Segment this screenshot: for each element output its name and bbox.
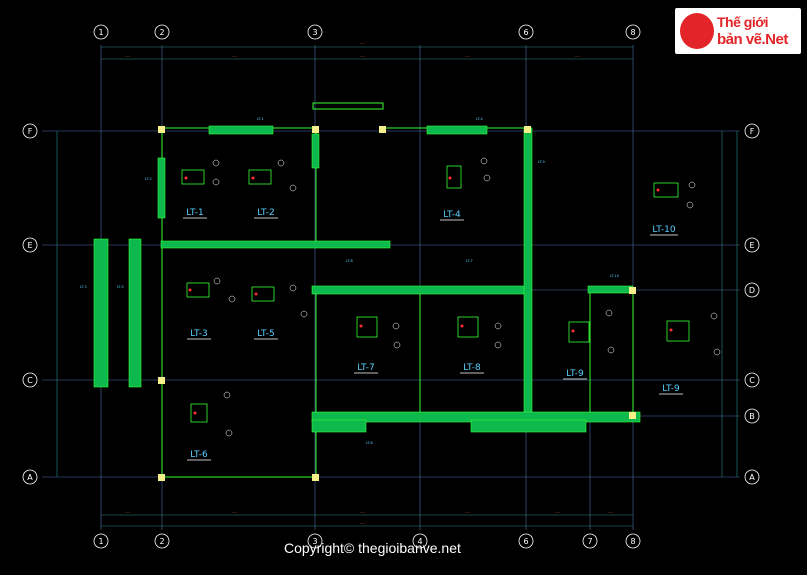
svg-text:A: A xyxy=(27,473,33,482)
svg-text:F: F xyxy=(750,127,755,136)
svg-text:E: E xyxy=(749,241,754,250)
grid-bubble-labels: 1 2 3 6 8 1 2 3 4 6 7 8 F E C A F E D C … xyxy=(27,28,755,546)
svg-text:B: B xyxy=(749,412,755,421)
lintel-labels: LT-1 LT-2 LT-4 LT-10 LT-3 LT-5 LT-7 LT-8… xyxy=(186,208,680,460)
svg-text:LT-2: LT-2 xyxy=(257,208,274,218)
wall-fills xyxy=(93,125,641,433)
svg-text:LT-8: LT-8 xyxy=(463,363,481,373)
svg-text:LT-10: LT-10 xyxy=(652,225,675,235)
svg-text:LT-6: LT-6 xyxy=(366,441,373,445)
svg-text:----: ---- xyxy=(360,521,366,525)
svg-text:----: ---- xyxy=(360,510,366,514)
svg-text:----: ---- xyxy=(465,54,471,58)
svg-text:6: 6 xyxy=(523,537,528,546)
svg-text:2: 2 xyxy=(159,28,164,37)
svg-text:LT-4: LT-4 xyxy=(443,210,461,220)
section-marks xyxy=(212,157,721,437)
dimension-lines: ---- ------------ -------- ------------ … xyxy=(56,41,738,527)
logo-text-line1: Thế giới xyxy=(717,14,769,30)
svg-text:LT-7: LT-7 xyxy=(466,259,473,263)
svg-text:4: 4 xyxy=(417,537,422,546)
svg-text:LT-3: LT-3 xyxy=(80,285,87,289)
svg-text:LT-9: LT-9 xyxy=(566,369,584,379)
svg-text:C: C xyxy=(27,376,33,385)
svg-text:7: 7 xyxy=(587,537,592,546)
logo-text-line2: bản vẽ.Net xyxy=(717,31,788,48)
svg-text:8: 8 xyxy=(630,537,635,546)
svg-text:LT-9: LT-9 xyxy=(538,160,545,164)
svg-text:----: ---- xyxy=(360,41,366,45)
svg-text:3: 3 xyxy=(312,28,317,37)
house-icon xyxy=(680,13,714,49)
svg-text:----: ---- xyxy=(125,510,131,514)
svg-text:1: 1 xyxy=(98,537,103,546)
lintel-underlines xyxy=(183,217,683,461)
svg-text:LT-4: LT-4 xyxy=(476,117,484,121)
svg-text:LT-5: LT-5 xyxy=(117,285,124,289)
svg-text:LT-5: LT-5 xyxy=(257,329,274,339)
svg-text:LT-3: LT-3 xyxy=(190,329,207,339)
svg-text:LT-6: LT-6 xyxy=(190,450,208,460)
svg-text:----: ---- xyxy=(465,510,471,514)
svg-text:2: 2 xyxy=(159,537,164,546)
svg-text:E: E xyxy=(27,241,32,250)
copyright-watermark: Copyright© thegioibanve.net xyxy=(284,540,461,556)
svg-text:LT-7: LT-7 xyxy=(357,363,374,373)
svg-text:----: ---- xyxy=(555,510,561,514)
svg-text:C: C xyxy=(749,376,755,385)
svg-text:----: ---- xyxy=(360,54,366,58)
svg-text:F: F xyxy=(28,127,33,136)
svg-text:1: 1 xyxy=(98,28,103,37)
svg-text:8: 8 xyxy=(630,28,635,37)
svg-text:6: 6 xyxy=(523,28,528,37)
svg-text:LT-2: LT-2 xyxy=(145,177,152,181)
svg-text:----: ---- xyxy=(575,54,581,58)
svg-text:LT-8: LT-8 xyxy=(346,259,353,263)
grid-bubbles xyxy=(22,24,760,549)
svg-text:----: ---- xyxy=(232,510,238,514)
svg-text:LT-9: LT-9 xyxy=(662,384,680,394)
svg-text:LT-10: LT-10 xyxy=(610,274,619,278)
svg-text:LT-1: LT-1 xyxy=(257,117,264,121)
site-logo: Thế giới bản vẽ.Net xyxy=(675,8,801,54)
svg-text:----: ---- xyxy=(608,510,614,514)
svg-text:3: 3 xyxy=(312,537,317,546)
section-details xyxy=(181,165,690,423)
svg-text:A: A xyxy=(749,473,755,482)
svg-text:LT-1: LT-1 xyxy=(186,208,203,218)
svg-text:----: ---- xyxy=(125,54,131,58)
columns xyxy=(158,126,636,481)
section-dots xyxy=(184,176,673,415)
beam-tags: LT-1 LT-4 LT-2 LT-10 LT-3 LT-5 LT-6 LT-7… xyxy=(80,117,619,445)
svg-text:D: D xyxy=(749,286,755,295)
svg-text:----: ---- xyxy=(232,54,238,58)
